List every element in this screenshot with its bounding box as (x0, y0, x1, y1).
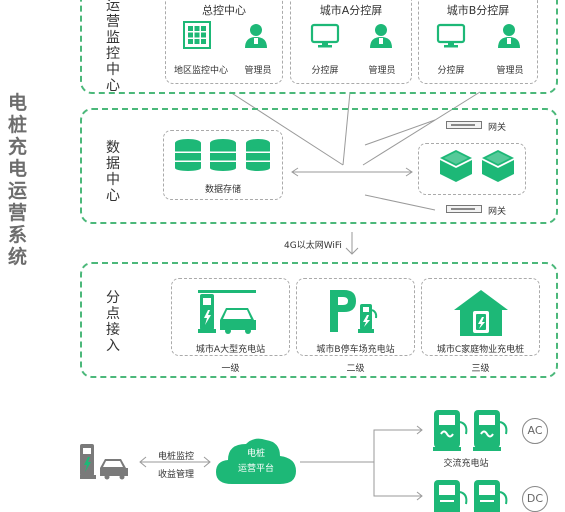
station-a-level: 一级 (221, 364, 240, 374)
ops-monitoring-section (80, 0, 558, 94)
cloud-line-2: 运营平台 (237, 464, 274, 474)
admin-label-2: 管理员 (368, 66, 396, 76)
gateway-top-device-icon (446, 121, 482, 129)
regional-monitor-label: 地区监控中心 (173, 66, 228, 76)
ac-station-caption: 交流充电站 (443, 459, 489, 469)
admin-person-icon (370, 24, 392, 48)
gateway-top-label: 网关 (488, 123, 507, 133)
gateway-bottom-label: 网关 (488, 207, 507, 217)
admin-person-icon (245, 24, 267, 48)
station-b-level: 二级 (346, 364, 365, 374)
admin-label-1: 管理员 (244, 66, 272, 76)
sub-screen-label-a: 分控屏 (311, 66, 339, 76)
data-center-label: 数据中心 (106, 140, 120, 204)
city-a-control-title: 城市A分控屏 (319, 4, 383, 17)
charging-station-car-icon (198, 290, 256, 334)
monitor-line-2: 收益管理 (157, 470, 194, 480)
home-charger-icon (454, 290, 508, 336)
station-c-name: 城市C家庭物业充电桩 (436, 345, 525, 355)
access-points-label: 分点接入 (106, 290, 120, 354)
central-control-title: 总控中心 (202, 4, 246, 17)
data-storage-label: 数据存储 (204, 185, 241, 195)
access-points-section (80, 262, 558, 378)
admin-person-icon (498, 24, 520, 48)
city-b-control-title: 城市B分控屏 (446, 4, 510, 17)
database-icon (175, 139, 270, 171)
dc-charger-icon (434, 480, 508, 512)
cloud-line-1: 电桩 (246, 449, 265, 459)
charger-with-car-icon (80, 444, 128, 480)
server-cube-icon (440, 150, 514, 182)
admin-label-3: 管理员 (496, 66, 524, 76)
monitor-icon (436, 23, 466, 48)
system-title: 电桩充电运营系统 (7, 92, 28, 268)
monitor-line-1: 电桩监控 (157, 452, 194, 462)
ops-monitoring-label: 运营监控中心 (106, 0, 120, 94)
station-b-name: 城市B停车场充电站 (316, 345, 395, 355)
monitor-icon (310, 23, 340, 48)
parking-charger-icon (330, 290, 378, 333)
ac-charger-icon (433, 410, 508, 451)
sub-screen-label-b: 分控屏 (437, 66, 465, 76)
cloud-icon (216, 438, 296, 484)
data-center-section (80, 108, 558, 224)
dc-badge: DC (522, 486, 548, 512)
station-c-level: 三级 (471, 364, 490, 374)
network-link-label: 4G以太网WiFi (284, 241, 342, 251)
city-a-control-card (290, 0, 412, 84)
station-b-card (296, 278, 415, 356)
ac-badge: AC (522, 418, 548, 444)
gateway-bottom-device-icon (446, 205, 482, 213)
station-a-name: 城市A大型充电站 (195, 345, 266, 355)
grid-icon (183, 21, 211, 49)
